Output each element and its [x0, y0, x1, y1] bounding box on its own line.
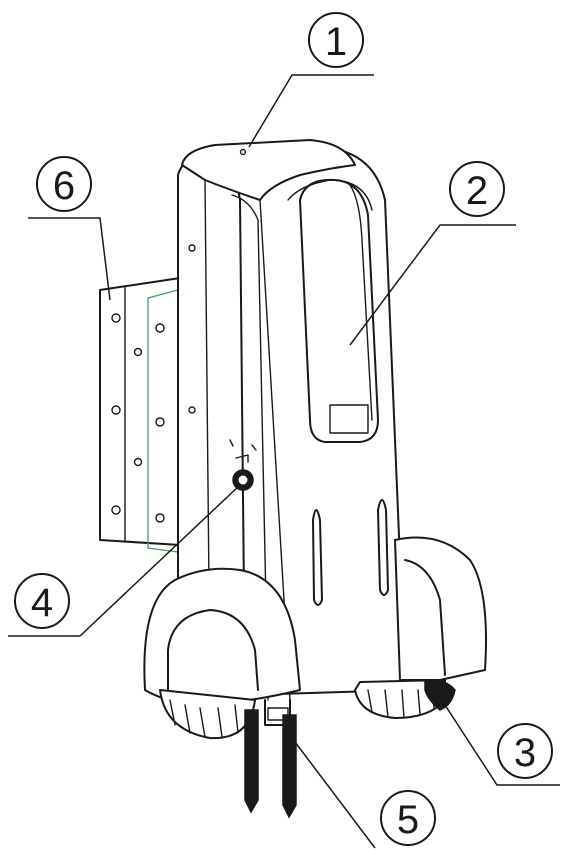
mounting-bracket — [99, 277, 181, 553]
callout-3: 3 — [497, 723, 553, 779]
callout-5-label: 5 — [397, 798, 419, 842]
leader-line-3 — [444, 704, 560, 786]
leader-line-2 — [349, 224, 516, 346]
callout-1: 1 — [308, 12, 364, 68]
leader-line-1 — [248, 74, 374, 148]
leader-line-4 — [8, 484, 241, 637]
cable-glands — [244, 699, 297, 819]
motor-housing — [177, 139, 406, 701]
right-wheel — [354, 536, 487, 719]
callout-2: 2 — [449, 161, 505, 217]
left-wheel — [143, 567, 301, 740]
callout-4: 4 — [14, 573, 70, 629]
callout-3-label: 3 — [514, 731, 536, 775]
callout-6: 6 — [36, 156, 92, 212]
leader-line-5 — [291, 737, 376, 849]
callout-6-label: 6 — [53, 164, 75, 208]
callout-2-label: 2 — [466, 169, 488, 213]
callout-4-label: 4 — [31, 581, 53, 625]
callout-5: 5 — [380, 790, 436, 846]
leader-line-6 — [28, 217, 111, 301]
callout-1-label: 1 — [325, 20, 347, 64]
